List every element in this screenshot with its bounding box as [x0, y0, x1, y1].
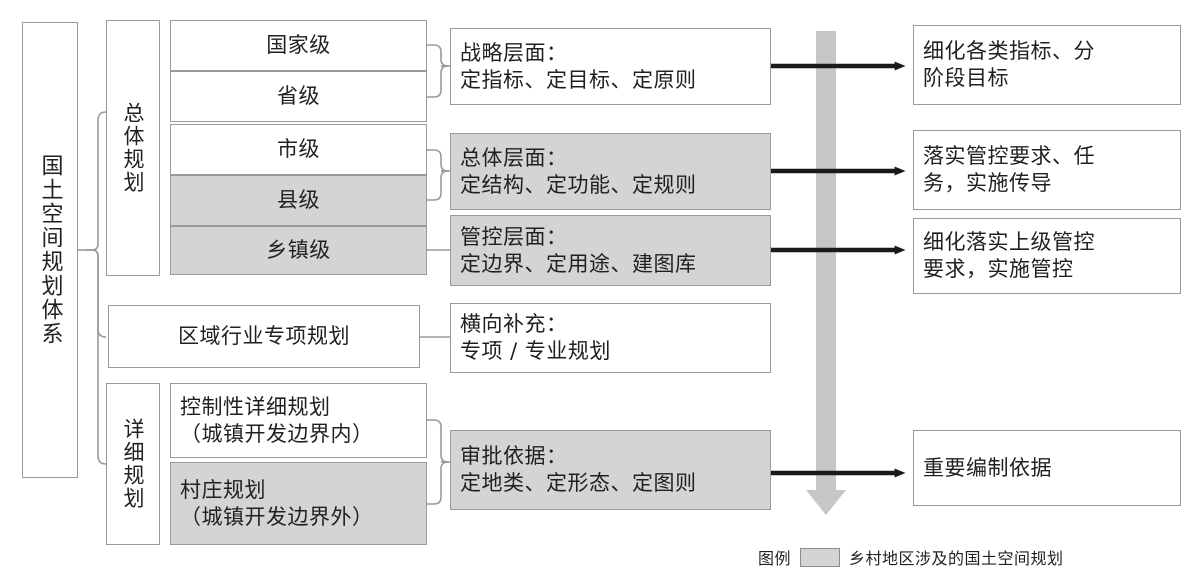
outcome-box-refine-upper-control[interactable]: 细化落实上级管控 要求，实施管控: [913, 218, 1181, 294]
legend-swatch-label: 乡村地区涉及的国土空间规划: [849, 549, 1064, 568]
group-box-overall[interactable]: 总体规划: [106, 20, 160, 276]
level-box-provincial[interactable]: 省级: [170, 71, 427, 122]
detail-box-regulatory[interactable]: 控制性详细规划 （城镇开发边界内）: [170, 383, 427, 458]
outcome-box-refine-indicators[interactable]: 细化各类指标、分 阶段目标: [913, 25, 1181, 105]
outcome-box-implement-control[interactable]: 落实管控要求、任 务，实施传导: [913, 130, 1181, 210]
aspect-box-control[interactable]: 管控层面： 定边界、定用途、建图库: [450, 215, 771, 286]
brace-overall-aspect: [427, 149, 450, 201]
aspect-box-overall[interactable]: 总体层面： 定结构、定功能、定规则: [450, 133, 771, 210]
brace-approval-aspect: [427, 419, 450, 505]
flow-arrows: [771, 61, 906, 478]
root-box[interactable]: 国土空间规划体系: [22, 22, 78, 478]
aspect-box-horizontal[interactable]: 横向补充： 专项 / 专业规划: [450, 303, 771, 373]
brace-strategic: [427, 44, 450, 98]
level-box-township[interactable]: 乡镇级: [170, 226, 427, 275]
detail-box-village[interactable]: 村庄规划 （城镇开发边界外）: [170, 462, 427, 545]
aspect-box-strategic[interactable]: 战略层面： 定指标、定目标、定原则: [450, 28, 771, 105]
group-box-detail[interactable]: 详细规划: [106, 383, 160, 545]
legend-title: 图例: [758, 549, 792, 568]
special-plan-box[interactable]: 区域行业专项规划: [108, 305, 420, 368]
level-box-municipal[interactable]: 市级: [170, 124, 427, 175]
legend-swatch-icon: [800, 547, 841, 567]
level-box-national[interactable]: 国家级: [170, 20, 427, 71]
outcome-box-important-basis[interactable]: 重要编制依据: [913, 430, 1181, 506]
level-box-county[interactable]: 县级: [170, 175, 427, 226]
aspect-box-approval[interactable]: 审批依据： 定地类、定形态、定图则: [450, 430, 771, 510]
gray-down-arrow-icon: [806, 31, 846, 515]
root-brace-connector: [78, 111, 107, 465]
legend: 图例 乡村地区涉及的国土空间规划: [758, 545, 1064, 569]
